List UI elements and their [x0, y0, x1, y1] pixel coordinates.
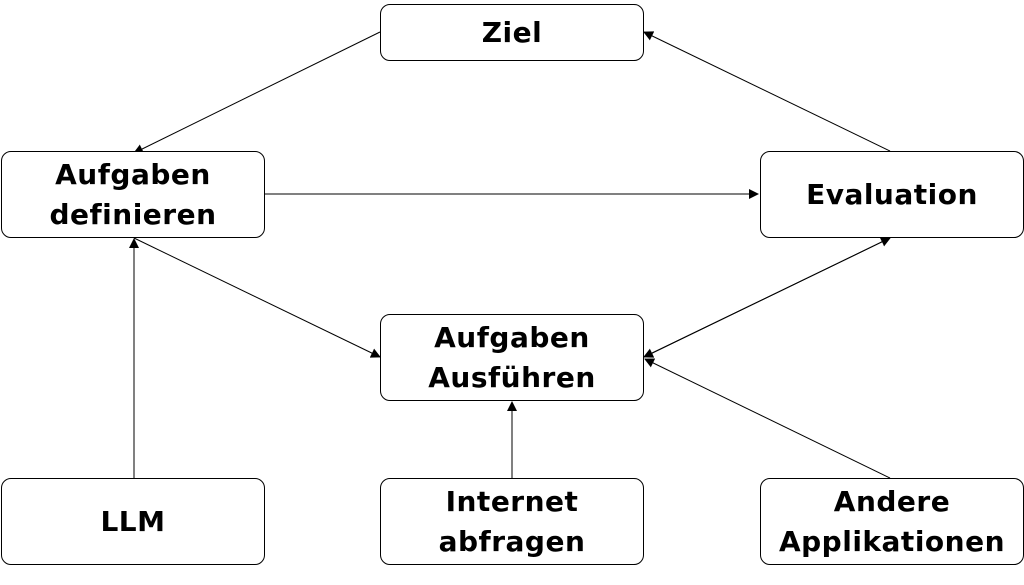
node-aufgaben-definieren-line-1: Aufgaben: [55, 157, 211, 191]
node-aufgaben-ausfuehren-line-1: Aufgaben: [434, 320, 590, 354]
edge-ziel-to-aufgaben_definieren: [133, 31, 381, 154]
edge-evaluation-to-ziel: [643, 31, 891, 152]
node-internet-abfragen-line-2: abfragen: [438, 524, 586, 558]
node-andere-applikationen: Andere Applikationen: [760, 478, 1024, 565]
node-internet-abfragen-line-1: Internet: [445, 484, 579, 518]
edge-aufgaben_definieren-to-aufgaben_ausfuehren: [133, 237, 381, 358]
node-evaluation-label: Evaluation: [806, 177, 978, 211]
node-aufgaben-ausfuehren: Aufgaben Ausführen: [380, 314, 644, 401]
node-ziel: Ziel: [380, 4, 644, 61]
node-aufgaben-definieren: Aufgaben definieren: [1, 151, 265, 238]
node-llm-label: LLM: [100, 504, 166, 538]
node-llm: LLM: [1, 478, 265, 565]
edge-evaluation-to-aufgaben_ausfuehren: [643, 237, 891, 358]
node-aufgaben-definieren-line-2: definieren: [49, 197, 217, 231]
node-evaluation: Evaluation: [760, 151, 1024, 238]
node-ziel-label: Ziel: [481, 15, 543, 49]
node-internet-abfragen: Internet abfragen: [380, 478, 644, 565]
node-aufgaben-ausfuehren-line-2: Ausführen: [428, 360, 596, 394]
node-andere-applikationen-line-2: Applikationen: [778, 524, 1006, 558]
edge-andere_applikationen-to-aufgaben_ausfuehren: [644, 358, 891, 479]
node-andere-applikationen-line-1: Andere: [833, 484, 951, 518]
